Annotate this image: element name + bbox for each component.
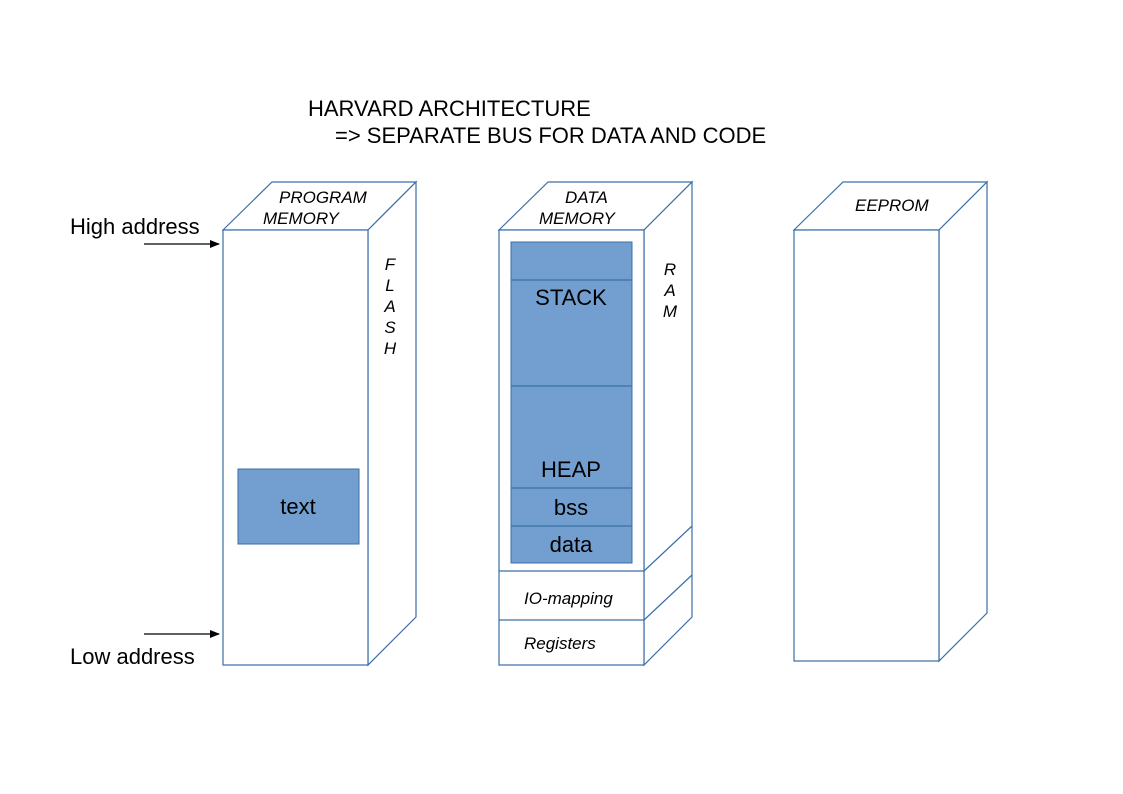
program-memory-block: PROGRAM MEMORY F L A S H text	[221, 180, 418, 667]
data-memory-block: DATA MEMORY R A M STACK HEAP bss data IO…	[497, 180, 694, 667]
diagram-subtitle: => SEPARATE BUS FOR DATA AND CODE	[335, 123, 766, 148]
eeprom-side-face	[938, 180, 988, 663]
registers-top-side-divider	[643, 574, 693, 621]
program-memory-caption-line1: PROGRAM	[279, 188, 368, 207]
data-memory-caption-line2: MEMORY	[539, 209, 617, 228]
io-mapping-label: IO-mapping	[524, 589, 613, 608]
diagram-title: HARVARD ARCHITECTURE	[308, 96, 591, 121]
ram-letter-a: A	[663, 281, 675, 300]
ram-letter-m: M	[663, 302, 678, 321]
flash-letter-f: F	[385, 255, 397, 274]
eeprom-front-face	[793, 229, 940, 662]
io-mapping-top-side-divider	[643, 525, 693, 572]
data-memory-side-face	[643, 180, 693, 667]
eeprom-block: EEPROM	[792, 180, 989, 663]
program-memory-front-face	[222, 229, 369, 666]
eeprom-caption: EEPROM	[855, 196, 930, 215]
flash-letter-h: H	[384, 339, 397, 358]
text-segment-label: text	[280, 494, 315, 519]
text-segment	[237, 468, 360, 545]
flash-letter-a: A	[383, 297, 395, 316]
flash-letter-l: L	[385, 276, 394, 295]
heap-segment-label: HEAP	[541, 457, 601, 482]
data-segment-label: data	[550, 532, 594, 557]
low-address-label: Low address	[70, 644, 195, 669]
high-address-label: High address	[70, 214, 200, 239]
ram-segments-area	[510, 241, 633, 564]
stack-segment-label: STACK	[535, 285, 607, 310]
program-memory-caption-line2: MEMORY	[263, 209, 341, 228]
data-memory-caption-line1: DATA	[565, 188, 608, 207]
registers-label: Registers	[524, 634, 596, 653]
flash-letter-s: S	[384, 318, 396, 337]
bss-segment-label: bss	[554, 495, 588, 520]
ram-letter-r: R	[664, 260, 676, 279]
